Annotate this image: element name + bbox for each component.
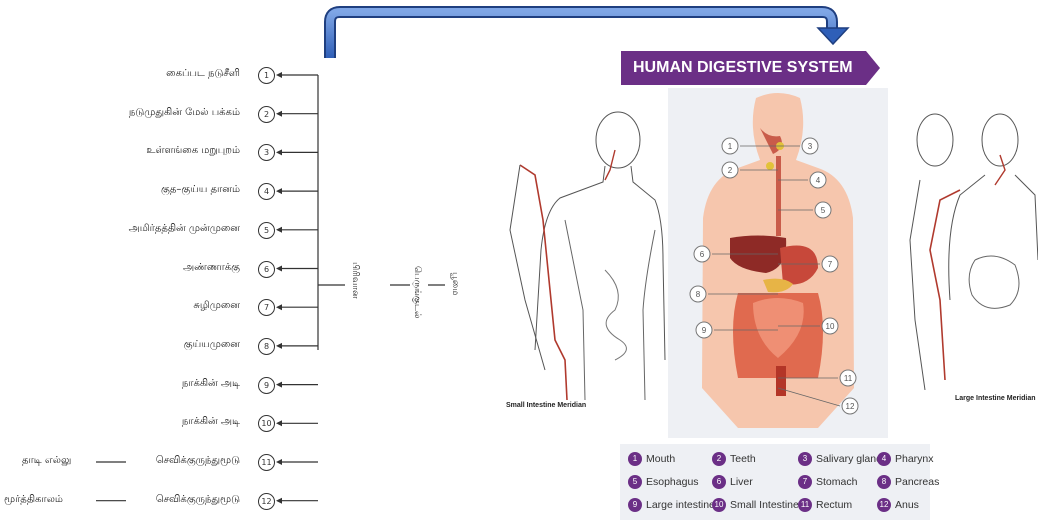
vertical-label-1: பிரிவான <box>350 262 361 299</box>
legend-label: Liver <box>730 476 753 488</box>
tamil-bracket-lines <box>0 0 480 524</box>
legend-label: Small Intestine <box>730 499 799 511</box>
svg-text:8: 8 <box>696 290 701 299</box>
legend-number: 7 <box>798 475 812 489</box>
tamil-row-left-label: தாடி எல்லு <box>22 455 71 467</box>
vertical-label-3: பூமை <box>450 272 461 295</box>
svg-text:5: 5 <box>821 206 826 215</box>
legend-item: 7 Stomach <box>798 475 857 489</box>
legend-number: 6 <box>712 475 726 489</box>
svg-text:10: 10 <box>826 322 835 331</box>
legend-number: 9 <box>628 498 642 512</box>
legend-label: Teeth <box>730 453 756 465</box>
svg-text:4: 4 <box>816 176 821 185</box>
tamil-row-number: 9 <box>258 377 275 394</box>
tamil-row-label: செவிக்குருந்துமூடு <box>156 494 240 506</box>
left-figure-caption: Small Intestine Meridian <box>506 402 586 409</box>
tamil-row-number: 4 <box>258 183 275 200</box>
legend-label: Large intestine <box>646 499 715 511</box>
tamil-row-label: அமிர்தத்தின் முன்முனை <box>129 223 240 235</box>
svg-text:3: 3 <box>808 142 813 151</box>
legend-label: Pharynx <box>895 453 934 465</box>
large-intestine-meridian-figure <box>900 100 1038 390</box>
legend-item: 4 Pharynx <box>877 452 934 466</box>
tamil-row-label: சுழிமுனை <box>193 300 240 312</box>
svg-text:11: 11 <box>844 374 853 383</box>
tamil-row-number: 8 <box>258 338 275 355</box>
svg-text:12: 12 <box>846 402 855 411</box>
legend-number: 10 <box>712 498 726 512</box>
legend-number: 4 <box>877 452 891 466</box>
tamil-row-number: 6 <box>258 261 275 278</box>
legend-number: 1 <box>628 452 642 466</box>
legend-label: Stomach <box>816 476 857 488</box>
legend-item: 5 Esophagus <box>628 475 699 489</box>
svg-text:6: 6 <box>700 250 705 259</box>
legend-label: Rectum <box>816 499 852 511</box>
legend-label: Mouth <box>646 453 675 465</box>
legend-item: 9 Large intestine <box>628 498 715 512</box>
legend-number: 2 <box>712 452 726 466</box>
legend-number: 12 <box>877 498 891 512</box>
legend-item: 12 Anus <box>877 498 919 512</box>
legend-label: Anus <box>895 499 919 511</box>
tamil-row-number: 2 <box>258 106 275 123</box>
tamil-row-label: குய்யமுனை <box>184 339 240 351</box>
legend-item: 8 Pancreas <box>877 475 939 489</box>
tamil-row-number: 12 <box>258 493 275 510</box>
legend-label: Esophagus <box>646 476 699 488</box>
tamil-row-number: 1 <box>258 67 275 84</box>
legend-label: Pancreas <box>895 476 939 488</box>
legend-item: 11 Rectum <box>798 498 852 512</box>
tamil-row-label: கைப்பட நடுசீளி <box>166 68 240 80</box>
tamil-row-label: குத–குய்ய தானம் <box>161 184 240 196</box>
legend-item: 6 Liver <box>712 475 753 489</box>
tamil-row-number: 5 <box>258 222 275 239</box>
legend-item: 10 Small Intestine <box>712 498 799 512</box>
tamil-row-label: அண்ணாக்கு <box>183 262 240 274</box>
digestive-title-banner: HUMAN DIGESTIVE SYSTEM <box>621 51 866 85</box>
tamil-row-label: உள்ளங்கை மறுபுறம் <box>146 145 240 157</box>
vertical-label-2: பெருங்குடல் <box>412 266 423 319</box>
svg-text:9: 9 <box>702 326 707 335</box>
small-intestine-meridian-figure <box>505 100 670 400</box>
svg-text:1: 1 <box>728 142 733 151</box>
tamil-row-label: நடுமுதுகின் மேல் பக்கம் <box>129 107 240 119</box>
legend-number: 11 <box>798 498 812 512</box>
svg-text:7: 7 <box>828 260 833 269</box>
tamil-row-left-label: மூர்த்திகாலம் <box>4 494 63 506</box>
legend-number: 5 <box>628 475 642 489</box>
legend-number: 8 <box>877 475 891 489</box>
tamil-row-label: நாக்கின் அடி <box>182 378 240 390</box>
legend-item: 1 Mouth <box>628 452 675 466</box>
tamil-row-number: 11 <box>258 454 275 471</box>
svg-text:2: 2 <box>728 166 733 175</box>
legend-item: 2 Teeth <box>712 452 756 466</box>
legend-number: 3 <box>798 452 812 466</box>
tamil-row-label: நாக்கின் அடி <box>182 416 240 428</box>
tamil-row-label: செவிக்குருந்துமூடு <box>156 455 240 467</box>
right-figure-caption: Large Intestine Meridian <box>955 395 1036 402</box>
